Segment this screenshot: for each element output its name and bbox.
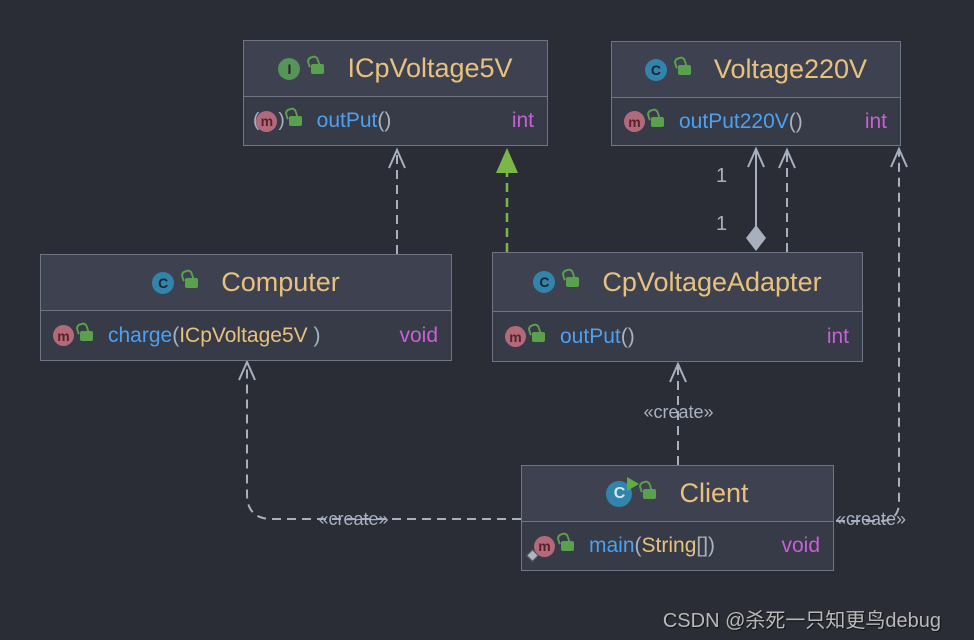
method-row-charge[interactable]: m charge(ICpVoltage5V ) void xyxy=(41,310,451,360)
public-lock-icon xyxy=(677,64,691,75)
class-box-computer[interactable]: C Computer m charge(ICpVoltage5V ) void xyxy=(40,254,452,361)
class-icon: C xyxy=(644,58,667,81)
method-signature: outPut() xyxy=(317,109,392,133)
edge-client-creates-computer[interactable] xyxy=(238,359,521,520)
abstract-paren-close: ) xyxy=(278,110,285,131)
method-signature: outPut() xyxy=(560,325,635,349)
csdn-watermark: CSDN @杀死一只知更鸟debug xyxy=(662,610,941,632)
method-name: main xyxy=(589,534,635,557)
public-lock-icon xyxy=(185,277,199,288)
method-row-main[interactable]: m main(String[]) void xyxy=(522,521,833,570)
paren-close: ) xyxy=(384,109,392,132)
return-type: int xyxy=(864,109,887,133)
method-icon: m xyxy=(53,325,74,346)
static-method-icon: m xyxy=(534,535,555,557)
class-icon: C xyxy=(533,271,556,293)
return-type: int xyxy=(826,324,849,348)
method-row-output[interactable]: ( m ) outPut() int xyxy=(244,96,547,145)
method-signature: main(String[]) xyxy=(589,534,715,558)
param-type: ICpVoltage5V xyxy=(179,323,308,347)
paren-close: ) xyxy=(795,109,803,133)
method-name: outPut xyxy=(560,324,621,348)
edge-label-create-adapter: «create» xyxy=(643,402,714,422)
class-header-voltage220v: C Voltage220V xyxy=(612,42,900,97)
public-lock-icon xyxy=(566,277,580,287)
class-title: Voltage220V xyxy=(713,54,868,84)
paren-open: ( xyxy=(788,109,796,133)
class-header-cpvoltageadapter: C CpVoltageAdapter xyxy=(493,253,862,311)
class-box-voltage220v[interactable]: C Voltage220V m outPut220V() int xyxy=(611,41,901,146)
paren-open: ( xyxy=(377,109,385,132)
paren-close: []) xyxy=(696,534,716,557)
method-icon: m xyxy=(256,110,278,132)
class-header-computer: C Computer xyxy=(41,255,451,310)
method-icon: m xyxy=(624,111,645,132)
public-lock-icon xyxy=(80,330,93,341)
edge-adapter-depends-voltage220v[interactable] xyxy=(778,147,796,252)
public-lock-icon xyxy=(561,541,574,551)
paren-close: ) xyxy=(307,323,321,347)
class-title: Client xyxy=(679,478,749,508)
method-signature: charge(ICpVoltage5V ) xyxy=(108,324,320,348)
method-name: charge xyxy=(108,323,173,347)
class-title: CpVoltageAdapter xyxy=(602,266,822,297)
class-box-icpvoltage5v[interactable]: I ICpVoltage5V ( m ) outPut() int xyxy=(243,40,548,146)
return-type: void xyxy=(399,323,438,347)
runnable-class-icon: C xyxy=(606,476,640,507)
edge-adapter-aggregates-voltage220v[interactable] xyxy=(746,146,766,251)
edge-label-create-voltage: «create» xyxy=(836,509,907,529)
method-name: outPut220V xyxy=(679,109,789,133)
class-box-cpvoltageadapter[interactable]: C CpVoltageAdapter m outPut() int xyxy=(492,252,863,362)
public-lock-icon xyxy=(311,63,325,74)
multiplicity-label-top: 1 xyxy=(716,165,728,187)
method-row-output[interactable]: m outPut() int xyxy=(493,311,862,361)
param-type: String xyxy=(641,534,697,557)
method-signature: outPut220V() xyxy=(679,110,803,134)
return-type: int xyxy=(511,109,534,132)
public-lock-icon xyxy=(532,331,545,342)
class-title: Computer xyxy=(221,267,340,297)
class-icon: C xyxy=(152,271,175,294)
public-lock-icon xyxy=(288,116,302,126)
edge-label-create-computer: «create» xyxy=(318,509,389,529)
public-lock-icon xyxy=(651,116,664,127)
multiplicity-label-bottom: 1 xyxy=(716,213,728,235)
class-header-client: C Client xyxy=(522,466,833,521)
edge-adapter-implements-icpvoltage5v[interactable] xyxy=(496,148,518,252)
method-icon: m xyxy=(505,326,526,347)
return-type: void xyxy=(781,534,820,557)
method-name: outPut xyxy=(316,109,378,132)
method-row-output220v[interactable]: m outPut220V() int xyxy=(612,97,900,145)
class-box-client[interactable]: C Client m main(String[]) void xyxy=(521,465,834,571)
paren-open: ( xyxy=(634,534,642,557)
paren-open: ( xyxy=(172,323,180,347)
edge-computer-depends-icpvoltage5v[interactable] xyxy=(388,147,406,254)
public-lock-icon xyxy=(643,488,657,499)
interface-icon: I xyxy=(278,57,301,80)
paren-close: ) xyxy=(627,324,635,348)
paren-open: ( xyxy=(620,324,628,348)
class-header-icpvoltage5v: I ICpVoltage5V xyxy=(244,41,547,96)
class-title: ICpVoltage5V xyxy=(347,53,513,83)
abstract-paren-open: ( xyxy=(253,110,259,132)
